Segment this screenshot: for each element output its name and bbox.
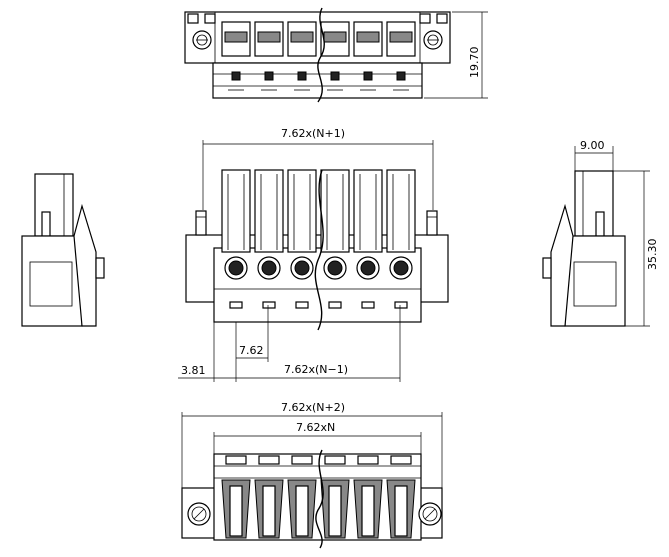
break-line: [315, 449, 324, 549]
side-pin: [41, 211, 51, 237]
side-contact: [34, 173, 74, 237]
front-pole-wire-hole: [360, 260, 376, 276]
front-pole-test-port: [328, 301, 342, 309]
dim-side-height: 35.30: [646, 239, 659, 271]
flange-notch: [187, 13, 199, 24]
flange-notch: [419, 13, 431, 24]
bottom-view-poles: [221, 455, 416, 539]
side-contact: [574, 170, 614, 237]
bottom-pole-slot: [394, 485, 408, 537]
dim-width-n-minus-1: 7.62x(N−1): [284, 363, 348, 376]
bottom-pole-slot: [295, 485, 309, 537]
right-side-view: 9.00 35.30: [542, 139, 659, 327]
top-pole-pin: [297, 71, 307, 81]
top-pole-terminal: [323, 31, 347, 43]
bottom-pole-slot: [361, 485, 375, 537]
dim-top-height: 19.70: [468, 47, 481, 79]
top-pole-terminal: [224, 31, 248, 43]
top-pole-pin: [264, 71, 274, 81]
left-side-view: [21, 173, 105, 327]
top-pole-pin: [396, 71, 406, 81]
dim-pitch: 7.62: [239, 344, 264, 357]
front-pole-contact: [221, 169, 251, 253]
dim-front-width: 7.62x(N+1): [281, 127, 345, 140]
bottom-pole-slot: [262, 485, 276, 537]
front-pole-contact: [353, 169, 383, 253]
screw-slot: [424, 508, 436, 520]
front-pole-test-port: [295, 301, 309, 309]
side-latch: [73, 203, 97, 327]
side-pin: [595, 211, 605, 237]
bottom-screw-right: [418, 502, 442, 526]
break-line: [317, 7, 325, 103]
screw-hole-right-inner: [422, 506, 438, 522]
flange-notch: [204, 13, 216, 24]
front-pole-test-port: [262, 301, 276, 309]
side-button: [542, 257, 552, 279]
top-pole-terminal: [389, 31, 413, 43]
front-view-housing: [213, 247, 422, 323]
bottom-view: 7.62x(N+2) 7.62xN: [181, 401, 443, 549]
top-pole-pin: [231, 71, 241, 81]
side-slot: [29, 261, 73, 307]
front-pole-wire-hole: [228, 260, 244, 276]
bottom-pole-slot: [229, 485, 243, 537]
bottom-pole-tab: [258, 455, 280, 465]
screw-slot: [193, 508, 205, 520]
mounting-pin-right: [426, 210, 438, 236]
side-slot: [573, 261, 617, 307]
bottom-pole-tab: [390, 455, 412, 465]
front-pole-test-port: [394, 301, 408, 309]
front-view: 7.62x(N+1) 7.62 7.62x(N−1) 3.81: [178, 127, 449, 382]
bottom-pole-slot: [328, 485, 342, 537]
dim-offset: 3.81: [181, 364, 206, 377]
front-pole-contact: [386, 169, 416, 253]
top-pole-terminal: [257, 31, 281, 43]
side-body: [21, 235, 83, 327]
front-pole-wire-hole: [294, 260, 310, 276]
break-line: [314, 169, 324, 331]
front-pole-contact: [320, 169, 350, 253]
side-latch: [550, 203, 574, 327]
top-pole-pin: [363, 71, 373, 81]
front-pole-test-port: [361, 301, 375, 309]
front-pole-test-port: [229, 301, 243, 309]
screw-hole-left-inner: [191, 506, 207, 522]
bottom-pole-tab: [225, 455, 247, 465]
top-view-poles: [221, 21, 416, 91]
top-view-flange-right: [419, 13, 448, 50]
top-pole-pin: [330, 71, 340, 81]
front-pole-wire-hole: [327, 260, 343, 276]
mounting-pin-left: [195, 210, 207, 236]
top-view: 19.70: [184, 7, 488, 103]
front-pole-wire-hole: [393, 260, 409, 276]
top-view-flange-left: [187, 13, 216, 50]
front-pole-contact: [254, 169, 284, 253]
dim-width-n2: 7.62x(N+2): [281, 401, 345, 414]
bottom-screw-left: [187, 502, 211, 526]
dim-side-width: 9.00: [580, 139, 605, 152]
front-pole-contact: [287, 169, 317, 253]
bottom-pole-tab: [291, 455, 313, 465]
bottom-pole-tab: [357, 455, 379, 465]
top-pole-terminal: [356, 31, 380, 43]
flange-notch: [436, 13, 448, 24]
front-view-poles: [221, 169, 416, 309]
side-button: [95, 257, 105, 279]
front-pole-wire-hole: [261, 260, 277, 276]
bottom-pole-tab: [324, 455, 346, 465]
top-pole-terminal: [290, 31, 314, 43]
dim-width-n: 7.62xN: [296, 421, 335, 434]
